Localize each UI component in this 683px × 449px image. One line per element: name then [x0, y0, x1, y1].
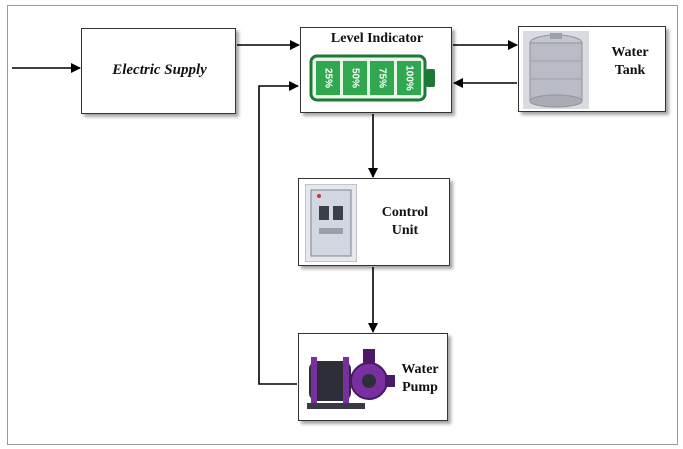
electric-supply-block: Electric Supply	[81, 28, 236, 114]
water-tank-block: Water Tank	[518, 26, 666, 112]
level-75-label: 75%	[376, 68, 387, 88]
water-pump-label-line2: Pump	[402, 380, 438, 395]
electric-supply-label: Electric Supply	[112, 62, 207, 78]
water-pump-block: Water Pump	[298, 333, 448, 421]
control-panel-icon	[305, 184, 357, 262]
pump-feedback-arrow	[258, 81, 299, 385]
battery-cell-3	[370, 61, 394, 95]
battery-cell-2	[343, 61, 367, 95]
battery-cell-1	[316, 61, 340, 95]
battery-cell-4	[397, 61, 421, 95]
level-indicator-block: Level Indicator 25% 50% 75% 100%	[300, 27, 452, 113]
level-100-label: 100%	[403, 65, 414, 91]
water-pump-icon	[307, 349, 395, 409]
water-tank-label-line2: Tank	[614, 63, 646, 78]
control-unit-block: Control Unit	[298, 178, 450, 266]
battery-level-icon: 25% 50% 75% 100%	[309, 54, 435, 102]
control-unit-label-line1: Control	[381, 205, 429, 220]
level-indicator-label: Level Indicator	[330, 31, 424, 46]
water-tank-icon	[523, 31, 589, 109]
control-unit-label-line2: Unit	[391, 223, 419, 238]
level-25-label: 25%	[322, 68, 333, 88]
water-tank-label-line1: Water	[611, 45, 649, 60]
level-50-label: 50%	[349, 68, 360, 88]
water-pump-label-line1: Water	[401, 362, 439, 377]
